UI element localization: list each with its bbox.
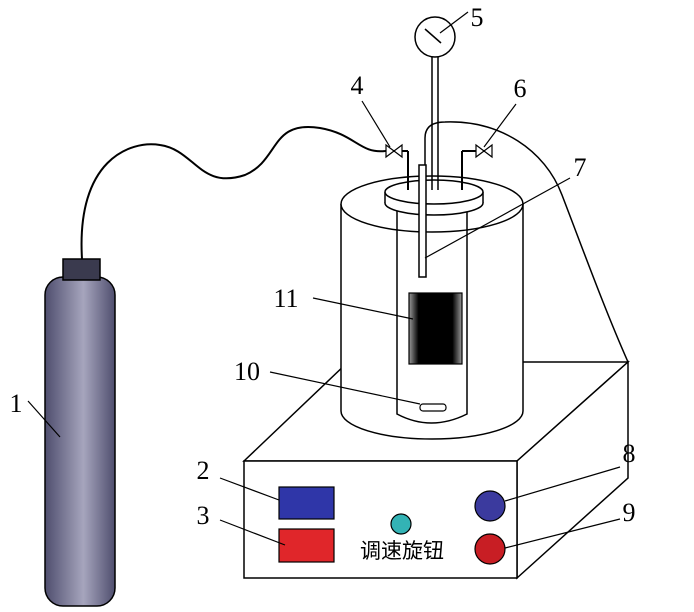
label-4: 4 [351, 71, 364, 100]
vessel-lid [384, 179, 484, 216]
leader-6 [483, 103, 517, 148]
sensor-cable [424, 121, 629, 363]
probe-tube [418, 164, 427, 278]
outlet-valve-assembly [461, 143, 493, 190]
cylinder-neck [62, 258, 101, 281]
leader-11 [312, 297, 414, 320]
leader-7 [424, 177, 571, 259]
gauge-needle-icon [424, 28, 442, 44]
label-6: 6 [514, 74, 527, 103]
leader-1 [27, 400, 61, 438]
leader-8 [504, 466, 621, 502]
label-11: 11 [273, 284, 298, 313]
leader-9 [504, 518, 621, 549]
label-3: 3 [197, 501, 210, 530]
label-5: 5 [471, 3, 484, 32]
inlet-valve-assembly [385, 143, 409, 190]
gas-tube [80, 125, 386, 260]
electrode [408, 292, 463, 365]
label-8: 8 [623, 439, 636, 468]
cylinder-body [44, 276, 116, 607]
leader-lines [27, 11, 621, 549]
display-upper [278, 486, 335, 520]
leader-10 [269, 371, 421, 405]
leader-2 [219, 477, 280, 501]
leader-3 [219, 519, 286, 546]
button-red[interactable] [474, 533, 506, 565]
button-blue[interactable] [474, 490, 506, 522]
display-lower [278, 528, 335, 563]
lid-top [384, 179, 484, 205]
gas-cylinder [44, 258, 116, 607]
speed-knob-label: 调速旋钮 [360, 539, 444, 563]
label-7: 7 [574, 153, 587, 182]
leader-5 [439, 11, 469, 34]
leader-4 [361, 100, 391, 148]
label-2: 2 [197, 456, 210, 485]
label-10: 10 [234, 357, 260, 386]
inlet-valve-icon [385, 143, 395, 159]
outlet-valve-icon [475, 143, 485, 159]
outlet-valve-icon-right [483, 143, 493, 159]
inner-tube [396, 210, 468, 424]
speed-knob[interactable] [390, 513, 412, 535]
pressure-gauge [414, 16, 456, 190]
inlet-valve-icon-right [393, 143, 403, 159]
label-9: 9 [623, 498, 636, 527]
label-1: 1 [10, 389, 23, 418]
stir-bar [419, 403, 447, 412]
probe-tube-body [418, 164, 427, 278]
